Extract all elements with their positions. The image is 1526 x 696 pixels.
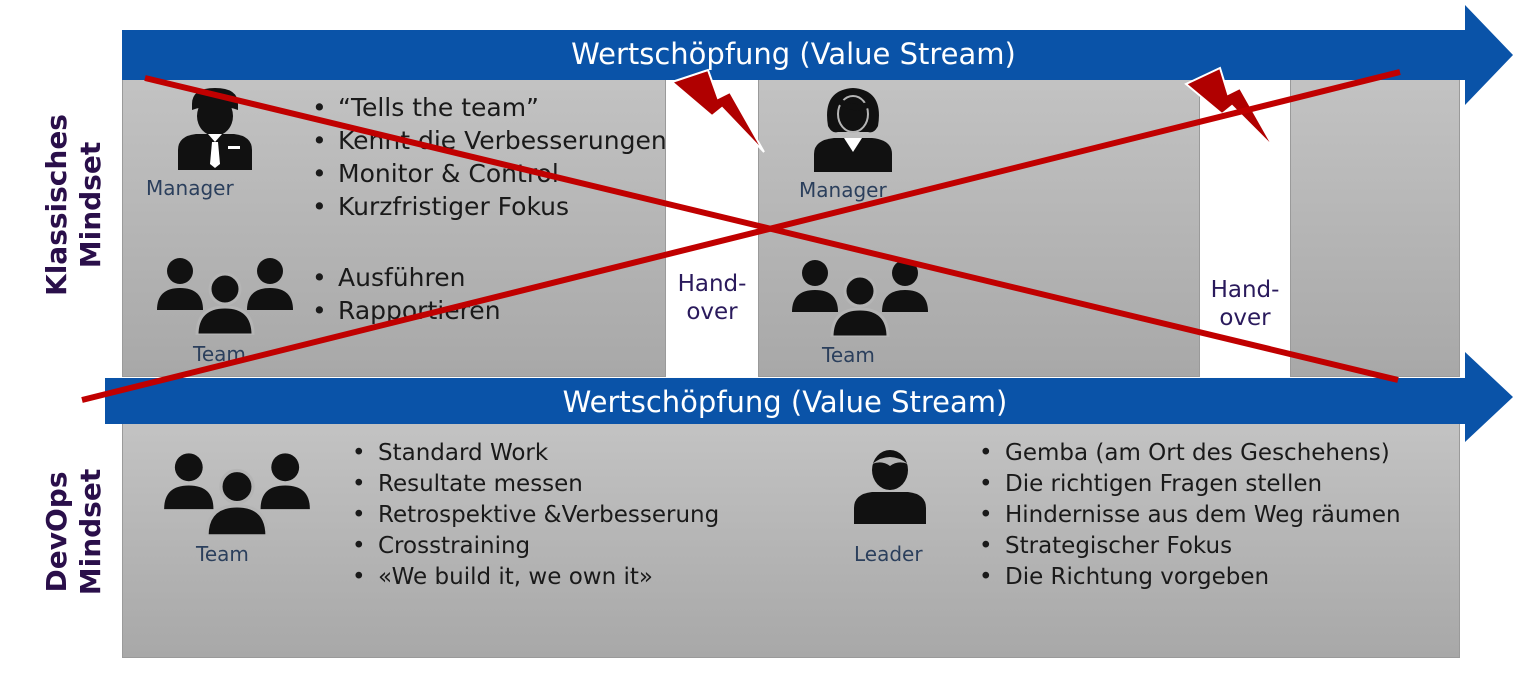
classic-label-line: Klassisches bbox=[40, 114, 73, 296]
lightning-icon bbox=[670, 68, 765, 153]
manager-bullet: “Tells the team” bbox=[310, 91, 667, 124]
devops-team-bullet: Resultate messen bbox=[350, 469, 719, 500]
classic-label-line: Mindset bbox=[74, 141, 107, 269]
handover-line: over bbox=[1219, 305, 1271, 331]
leader-bullet: Hindernisse aus dem Weg räumen bbox=[977, 500, 1401, 531]
handover-line: Hand- bbox=[677, 271, 747, 297]
classic-box-3 bbox=[1290, 72, 1460, 377]
leader-bullets: Gemba (am Ort des Geschehens) Die richti… bbox=[977, 438, 1401, 593]
leader-bullet: Die Richtung vorgeben bbox=[977, 562, 1401, 593]
team-bullet: Rapportieren bbox=[310, 294, 501, 327]
manager-bullet: Kurzfristiger Fokus bbox=[310, 190, 667, 223]
handover-label-1: Hand-over bbox=[668, 270, 756, 326]
team-bullets-1: Ausführen Rapportieren bbox=[310, 261, 501, 327]
devops-team-bullet: Crosstraining bbox=[350, 531, 719, 562]
leader-bullet: Gemba (am Ort des Geschehens) bbox=[977, 438, 1401, 469]
handover-label-2: Hand-over bbox=[1202, 276, 1288, 332]
team-icon bbox=[792, 260, 928, 337]
manager-bullet: Kennt die Verbesserungen bbox=[310, 124, 667, 157]
team-label-2: Team bbox=[822, 343, 875, 367]
handover-line: Hand- bbox=[1210, 277, 1280, 303]
devops-label-line: DevOps bbox=[40, 471, 73, 593]
team-icon bbox=[164, 453, 310, 536]
businessman-icon bbox=[178, 88, 252, 170]
businesswoman-icon bbox=[814, 88, 892, 172]
lightning-icon bbox=[1184, 66, 1275, 149]
manager-label-1: Manager bbox=[146, 176, 234, 200]
manager-label-2: Manager bbox=[799, 178, 887, 202]
devops-label-line: Mindset bbox=[74, 468, 107, 596]
team-label-1: Team bbox=[193, 342, 246, 366]
devops-team-bullet: Standard Work bbox=[350, 438, 719, 469]
handover-line: over bbox=[686, 299, 738, 325]
value-stream-arrow-top-label: Wertschöpfung (Value Stream) bbox=[571, 37, 1016, 71]
leader-label: Leader bbox=[854, 542, 923, 566]
team-icon bbox=[157, 258, 293, 335]
leader-icon bbox=[854, 450, 926, 524]
devops-team-bullet: «We build it, we own it» bbox=[350, 562, 719, 593]
manager-bullets-1: “Tells the team” Kennt die Verbesserunge… bbox=[310, 91, 667, 223]
manager-bullet: Monitor & Control bbox=[310, 157, 667, 190]
leader-bullet: Die richtigen Fragen stellen bbox=[977, 469, 1401, 500]
value-stream-arrow-bottom-label: Wertschöpfung (Value Stream) bbox=[562, 385, 1008, 419]
devops-team-bullets: Standard Work Resultate messen Retrospek… bbox=[350, 438, 719, 593]
devops-team-label: Team bbox=[196, 542, 249, 566]
team-bullet: Ausführen bbox=[310, 261, 501, 294]
devops-team-bullet: Retrospektive &Verbesserung bbox=[350, 500, 719, 531]
leader-bullet: Strategischer Fokus bbox=[977, 531, 1401, 562]
